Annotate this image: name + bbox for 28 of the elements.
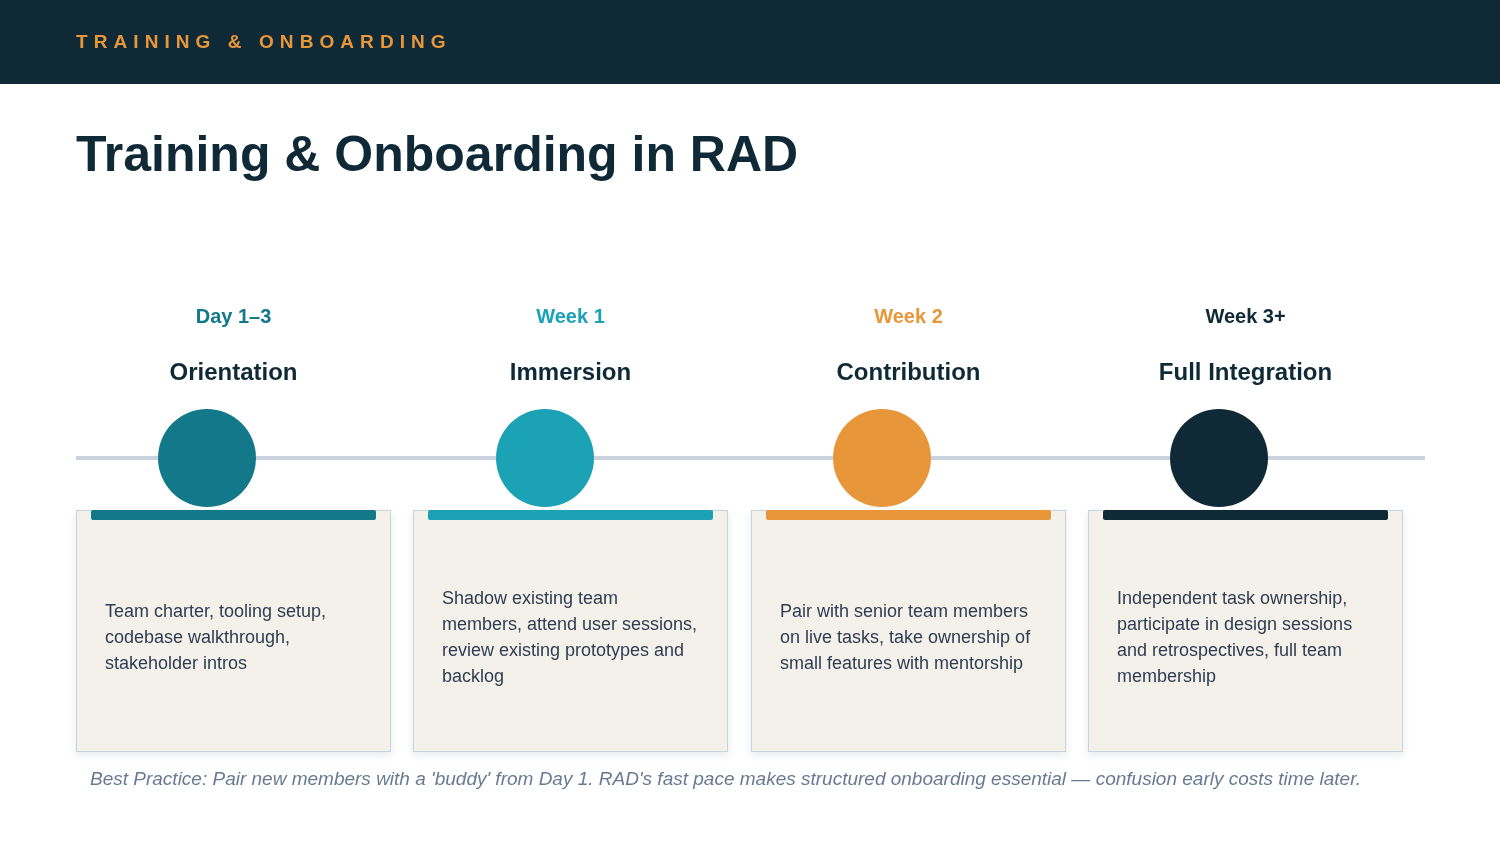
- phase-card: [1088, 510, 1403, 752]
- timeline-circle: [833, 409, 931, 507]
- timeline-line: [256, 456, 496, 460]
- phase-period: Day 1–3: [195, 304, 272, 329]
- phase-title: Immersion: [509, 358, 632, 386]
- phase-title: Full Integration: [1158, 358, 1333, 386]
- phase-period: Week 1: [536, 304, 605, 329]
- timeline-circle: [158, 409, 256, 507]
- card-text: Team charter, tooling setup, codebase walkthrough, stakeholder intros: [105, 600, 328, 675]
- phase-period: Week 2: [874, 304, 943, 329]
- phase-card: [751, 510, 1066, 752]
- phase-card: [413, 510, 728, 752]
- timeline-circle: [496, 409, 594, 507]
- card-text: Shadow existing team members, attend user sessions, review existing prototypes and backlog: [442, 587, 699, 688]
- slide-title: Training & Onboarding in RAD: [76, 125, 799, 184]
- phase-period: Week 3+: [1205, 304, 1286, 329]
- card-text: Independent task ownership, participate in design sessions and retrospectives, full team membership: [1117, 587, 1354, 688]
- timeline-line: [594, 456, 833, 460]
- header-label: TRAINING & ONBOARDING: [76, 30, 452, 54]
- timeline-line: [931, 456, 1170, 460]
- timeline-line: [1268, 456, 1425, 460]
- phase-title: Contribution: [836, 358, 981, 386]
- card-text: Pair with senior team members on live tasks, take ownership of small features with mentorship: [780, 600, 1032, 675]
- phase-card: [76, 510, 391, 752]
- timeline-circle: [1170, 409, 1268, 507]
- caption-note: Best Practice: Pair new members with a 'buddy' from Day 1. RAD's fast pace makes structured onboarding essential — confusion early costs time later.: [90, 767, 1363, 791]
- phase-title: Orientation: [169, 358, 298, 386]
- timeline-line: [76, 456, 158, 460]
